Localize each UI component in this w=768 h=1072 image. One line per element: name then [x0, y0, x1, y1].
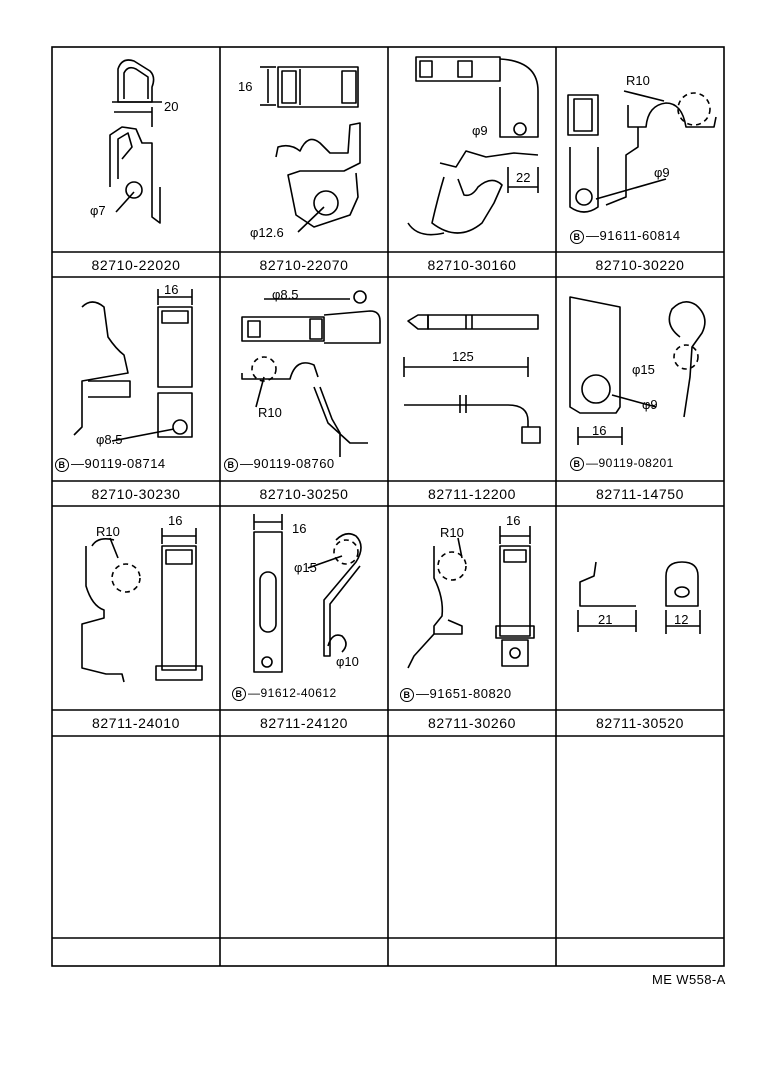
clamp-drawing-82710-30160: φ9 22: [407, 56, 539, 236]
part-number-label: 82711-30260: [427, 715, 517, 731]
dim-label: 16: [292, 521, 306, 536]
clamp-drawing-82710-30250: φ8.5 R10: [241, 287, 381, 457]
dim-label: 22: [516, 170, 530, 185]
bolt-symbol-icon: B: [224, 457, 238, 472]
bolt-callout: B—91611-60814: [570, 228, 681, 244]
dim-label: 21: [598, 612, 612, 627]
dim-label: φ15: [632, 362, 655, 377]
dim-label: φ9: [642, 397, 658, 412]
part-number-label: 82711-12200: [427, 486, 517, 502]
dim-label: 16: [164, 282, 178, 297]
clamp-drawing-82711-30260: R10 16: [407, 513, 535, 669]
bolt-callout: B—90119-08714: [55, 456, 166, 472]
part-number-label: 82711-14750: [595, 486, 685, 502]
dim-label: φ8.5: [272, 287, 299, 302]
clamp-drawing-82710-22020: 20 φ7: [90, 59, 178, 224]
bolt-symbol-icon: B: [400, 687, 414, 702]
dim-label: 16: [168, 513, 182, 528]
bolt-callout: B—91612-40612: [232, 686, 337, 701]
dim-label: φ7: [90, 203, 106, 218]
part-number-label: 82711-24010: [91, 715, 181, 731]
dim-label: R10: [626, 73, 650, 88]
clamp-drawing-82710-30230: 16 φ8.5: [73, 282, 193, 447]
clamp-drawing-82711-24120: 16 φ15 φ10: [253, 514, 362, 673]
clamp-drawing-82711-24010: R10 16: [81, 513, 203, 683]
clamp-drawing-82710-22070: 16 φ12.6: [238, 66, 361, 240]
part-number-label: 82711-24120: [259, 715, 349, 731]
clamp-drawing-82711-12200: 125: [403, 314, 541, 444]
clamp-drawing-82711-30520: 21 12: [577, 561, 701, 634]
reference-code: ME W558-A: [652, 972, 726, 987]
bolt-callout: B—90119-08760: [224, 456, 335, 472]
clamp-drawing-82710-30220: R10 φ9: [567, 73, 717, 213]
part-number-label: 82710-22070: [259, 257, 349, 273]
dim-label: 16: [506, 513, 520, 528]
bolt-callout: B—91651-80820: [400, 686, 512, 702]
dim-label: 20: [164, 99, 178, 114]
dim-label: 12: [674, 612, 688, 627]
dim-label: 125: [452, 349, 474, 364]
dim-label: R10: [258, 405, 282, 420]
bolt-symbol-icon: B: [570, 229, 584, 244]
clamp-drawing-82711-14750: φ15 φ9 16: [569, 296, 706, 445]
part-number-label: 82710-30250: [259, 486, 349, 502]
part-number-label: 82711-30520: [595, 715, 685, 731]
bolt-symbol-icon: B: [570, 456, 584, 471]
dim-label: φ9: [654, 165, 670, 180]
bolt-symbol-icon: B: [55, 457, 69, 472]
part-number-label: 82710-30230: [91, 486, 181, 502]
part-number-label: 82710-30160: [427, 257, 517, 273]
dim-label: R10: [96, 524, 120, 539]
dim-label: φ10: [336, 654, 359, 669]
part-number-label: 82710-30220: [595, 257, 685, 273]
dim-label: φ8.5: [96, 432, 123, 447]
dim-label: φ9: [472, 123, 488, 138]
dim-label: φ15: [294, 560, 317, 575]
part-number-label: 82710-22020: [91, 257, 181, 273]
bolt-callout: B—90119-08201: [570, 456, 674, 471]
dim-label: φ12.6: [250, 225, 284, 240]
dim-label: 16: [592, 423, 606, 438]
dim-label: 16: [238, 79, 252, 94]
dim-label: R10: [440, 525, 464, 540]
bolt-symbol-icon: B: [232, 686, 246, 701]
